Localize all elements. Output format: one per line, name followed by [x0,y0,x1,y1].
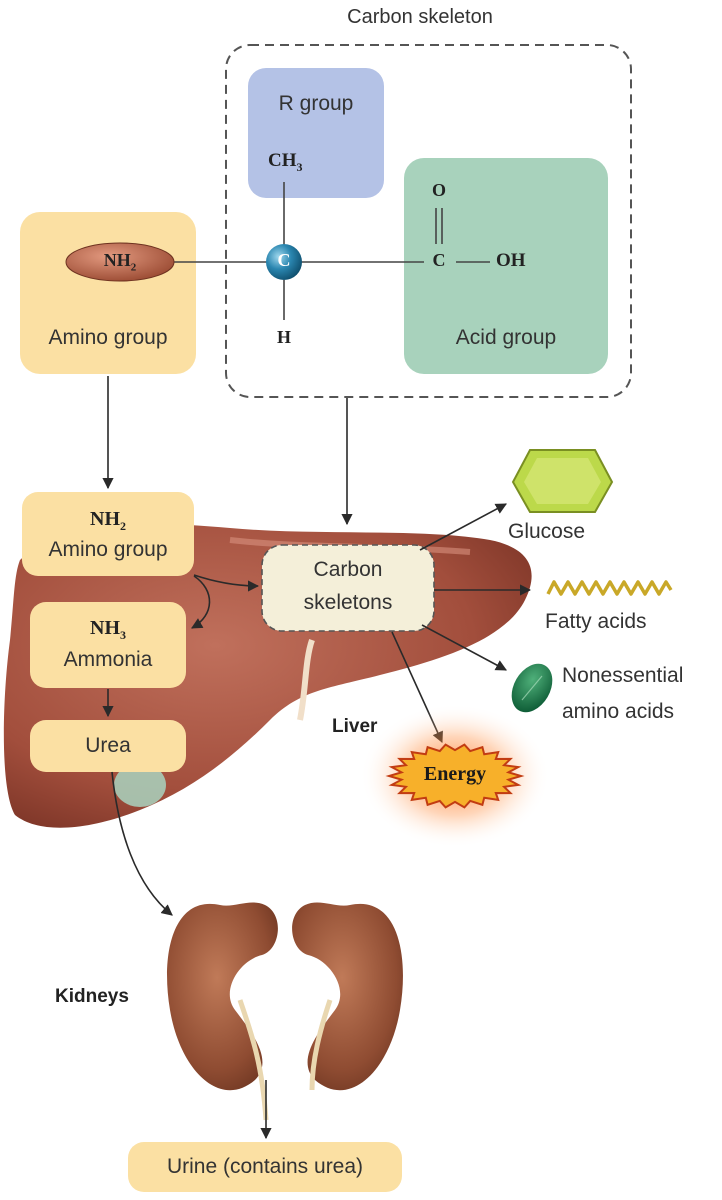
acid-oh-label: OH [496,250,526,271]
liver-ligament [297,639,315,721]
amino-group-label: Amino group [48,326,168,349]
fatty-acid-zigzag [546,580,673,596]
liver-amino-group-label: Amino group [48,538,168,561]
arrow-to-glucose [419,503,507,551]
right-kidney [292,902,403,1091]
ch3-formula: CH3 [268,150,303,174]
liver-amino-box [22,492,194,576]
urea-label: Urea [85,734,131,757]
ammonia-box [30,602,186,688]
urea-box [30,720,186,772]
acid-oxygen-label: O [431,180,446,200]
carbon-atom-circle [266,244,302,280]
energy-starburst [385,743,525,809]
left-kidney [167,902,278,1091]
hydrogen-label: H [276,327,291,347]
arrow-to-nonessential [421,624,507,671]
acid-group-box [404,158,608,374]
liver-nh2-formula: NH2 [90,508,126,533]
urine-box [128,1142,402,1192]
r-group-box [248,68,384,198]
carbon-skeleton-title: Carbon skeleton [347,6,493,28]
right-ureter [309,999,333,1091]
nh2-ellipse [65,242,175,282]
liver-label: Liver [332,716,378,737]
arrow-to-ammonia [191,575,211,629]
glucose-label: Glucose [508,520,586,543]
r-group-label: R group [278,92,354,115]
nh2-formula: NH2 [103,250,137,274]
carbon-skeletons-label-line2: skeletons [303,591,393,614]
nonessential-label-line2: amino acids [562,700,675,723]
acid-group-label: Acid group [455,326,557,349]
ammonia-label: Ammonia [63,648,153,671]
arrow-urea-to-kidney [111,771,173,916]
carbon-skeletons-label-line1: Carbon [313,558,383,581]
energy-label: Energy [423,763,487,785]
acid-carbon-label: C [432,250,446,270]
gallbladder-shape [114,763,166,807]
arrow-to-skeletons [193,574,260,592]
carbon-skeleton-frame [225,44,632,398]
nh3-formula: NH3 [90,617,126,642]
fatty-acids-label: Fatty acids [545,610,647,633]
kidneys-label: Kidneys [55,986,129,1007]
nonessential-label-line1: Nonessential [562,664,684,687]
carbon-atom-label: C [277,250,291,270]
left-ureter [237,999,269,1121]
urine-label: Urine (contains urea) [166,1155,364,1178]
carbon-skeletons-box [261,544,435,632]
